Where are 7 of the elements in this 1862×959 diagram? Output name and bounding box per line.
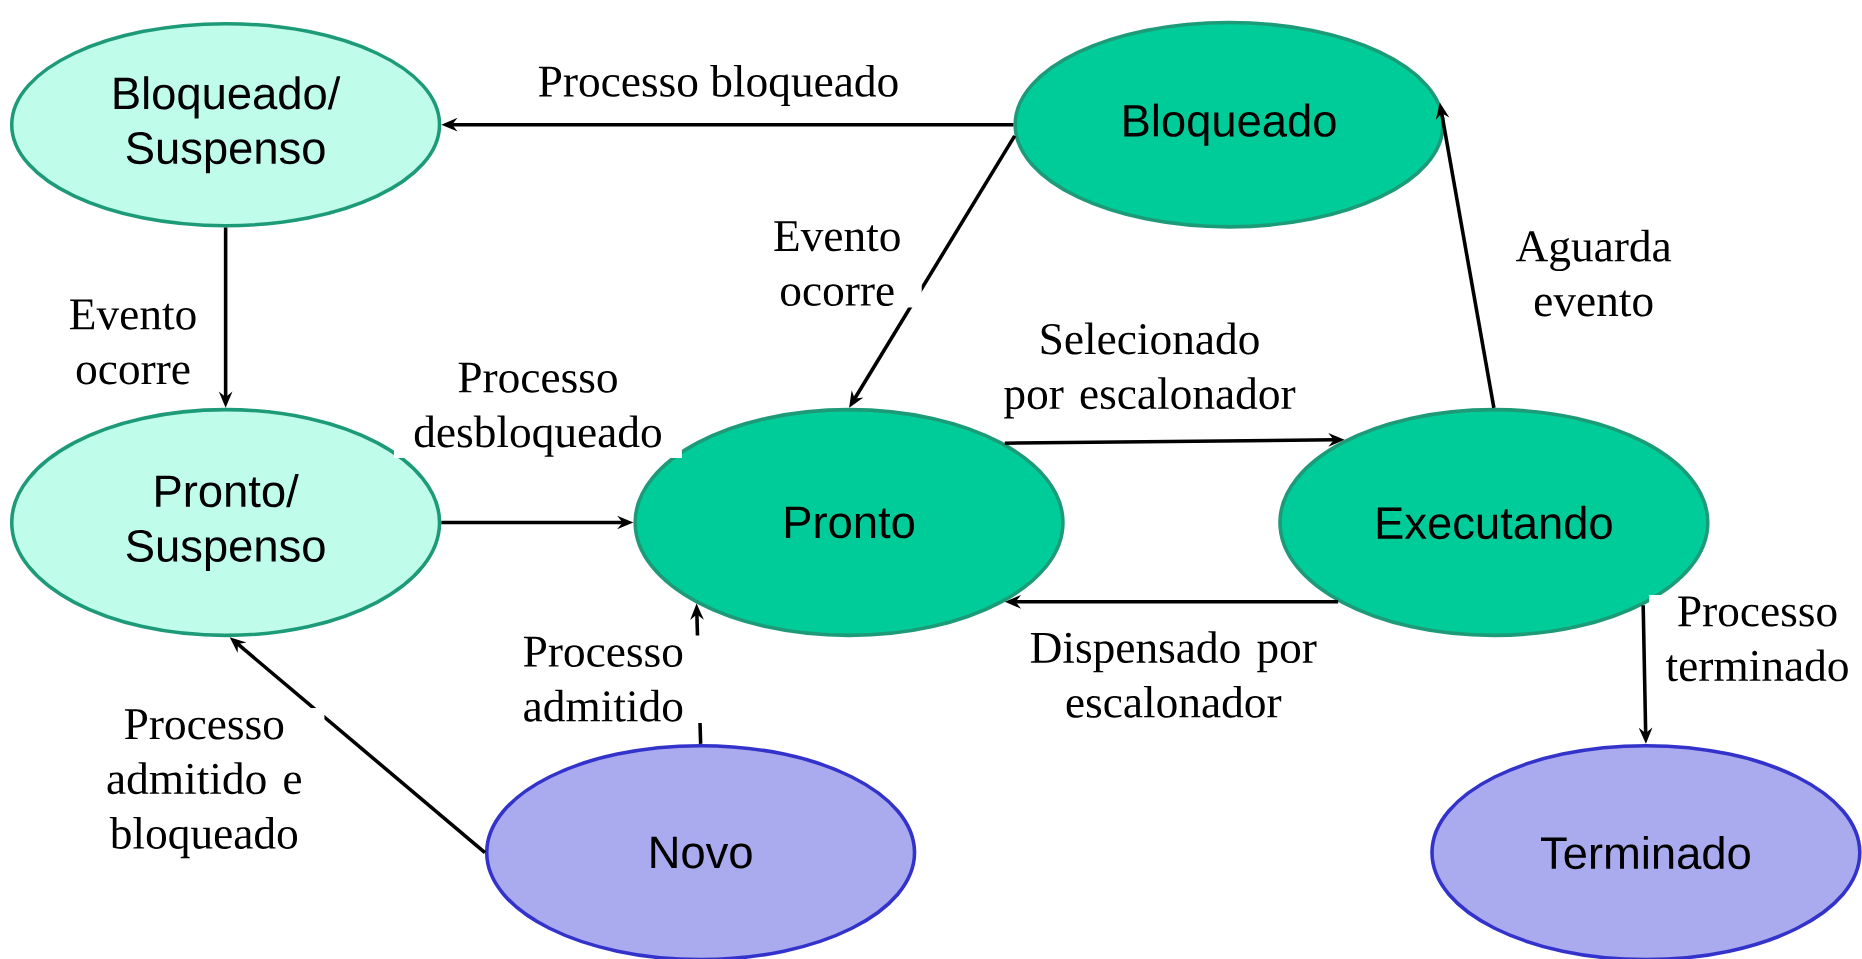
edge-label: Processo bloqueado xyxy=(536,63,901,108)
edge-label: Evento ocorre xyxy=(48,298,218,386)
edge-label: Processo desbloqueado xyxy=(394,361,682,458)
edge-label: Processo admitido xyxy=(503,635,703,723)
edge-label: Processo admitido e bloqueado xyxy=(84,707,325,860)
edge-label: Evento ocorre xyxy=(752,219,922,308)
edge-label: Aguarda evento xyxy=(1503,228,1685,318)
